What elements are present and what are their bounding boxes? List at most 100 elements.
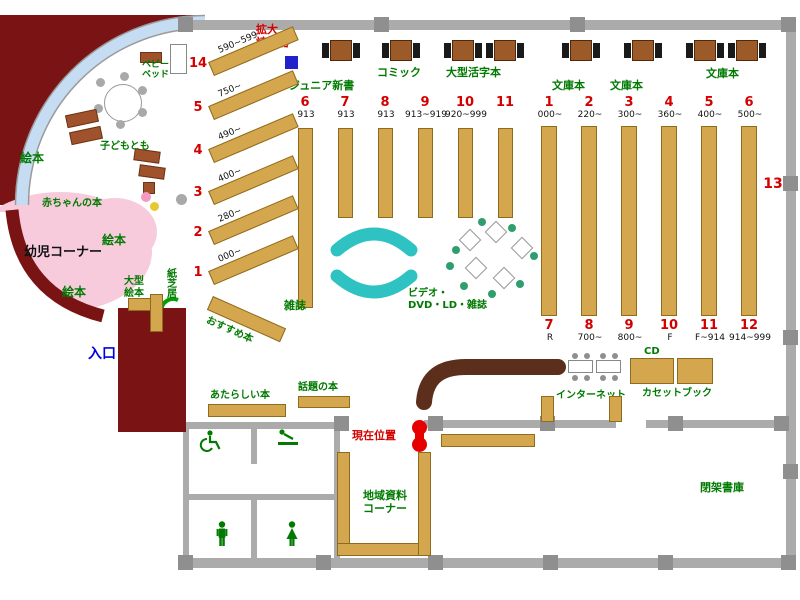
section-bunko-3: 文庫本 (706, 67, 739, 80)
wheelchair-icon (199, 430, 221, 452)
baby-bed-label: ベビー ベッド (142, 60, 170, 81)
bookshelf (701, 126, 717, 316)
internet-label: インターネット (556, 390, 626, 401)
chair-dot (138, 108, 147, 117)
shelf-range: 220~ (577, 110, 603, 120)
floor-cushion (150, 202, 159, 211)
section-bunko-2: 文庫本 (610, 79, 643, 92)
pillar (783, 176, 798, 191)
outside-area (0, 212, 105, 332)
shelf-number: 4 (664, 95, 674, 110)
shelf-number: 3 (624, 95, 634, 110)
wall-shelf (609, 396, 622, 422)
reading-table (486, 40, 524, 61)
shelf-number: 6 (744, 95, 754, 110)
pillar (774, 416, 789, 431)
picture-books-label: 絵本 (102, 233, 127, 247)
new-books-label: あたらしい本 (210, 390, 270, 401)
corner-carpet (0, 15, 205, 205)
internet-chair (600, 375, 606, 381)
bookshelf (498, 128, 513, 218)
wall-restroom-top (183, 422, 336, 429)
pillar (374, 17, 389, 32)
wall-mid-a (424, 420, 616, 428)
curved-wall (5, 209, 105, 323)
cassette-label: カセットブック (642, 388, 712, 399)
shelf-number: 9 (624, 318, 634, 333)
chair-dot (96, 78, 105, 87)
pillar (783, 330, 798, 345)
shelf-number: 3 (193, 185, 203, 200)
kids-shelf (140, 52, 162, 63)
service-counter (416, 359, 566, 410)
pillar (428, 555, 443, 570)
section-junior: ジュニア新書 (289, 79, 355, 92)
wall-right (786, 20, 796, 568)
shelf-range: 920~999 (445, 110, 487, 120)
curved-window (15, 15, 206, 206)
shelf-number: 4 (193, 143, 203, 158)
chair-dot (94, 104, 103, 113)
shelf-number: 14 (188, 56, 208, 71)
shelf-number: 5 (704, 95, 714, 110)
magazines-label: 雑誌 (284, 299, 306, 312)
internet-chair (600, 353, 606, 359)
stool (508, 224, 516, 232)
wall-restroom-left (183, 422, 189, 562)
shelf-number-13: 13 (763, 176, 783, 192)
shelf-range: F~914 (695, 333, 725, 343)
shelf-range: 800~ (617, 333, 643, 343)
cd-label: CD (644, 346, 660, 357)
reading-table (728, 40, 766, 61)
shelf-number: 7 (544, 318, 554, 333)
shelf-number: 1 (544, 95, 554, 110)
topic-books-shelf (298, 396, 350, 408)
baby-bed (170, 44, 187, 74)
picture-books-label: 絵本 (20, 151, 45, 165)
toddler-carpet-2 (73, 198, 157, 266)
magazine-display-bottom (330, 269, 418, 299)
shelf-number: 12 (739, 318, 759, 333)
reading-table (686, 40, 724, 61)
shelf-number: 5 (193, 100, 203, 115)
shelf-number: 10 (659, 318, 679, 333)
stool (530, 252, 538, 260)
chair-dot (120, 72, 129, 81)
bookshelf (418, 128, 433, 218)
pillar (334, 416, 349, 431)
shelf-range: 913 (297, 110, 315, 120)
shelf-range: 913~919 (405, 110, 447, 120)
pillar (570, 17, 585, 32)
shelf-number: 8 (584, 318, 594, 333)
stool (488, 290, 496, 298)
internet-chair (612, 353, 618, 359)
stool (478, 218, 486, 226)
pillar (781, 555, 796, 570)
shelf-range: F (667, 333, 673, 343)
shelf-number: 6 (300, 95, 310, 110)
internet-chair (584, 375, 590, 381)
magazine-display-top (330, 227, 418, 257)
shelf-number: 2 (584, 95, 594, 110)
round-table (104, 84, 142, 122)
shelf-range: 913 (337, 110, 355, 120)
shelf-number: 1 (193, 265, 203, 280)
wall-restroom-div1 (251, 494, 257, 560)
shelf-number: 11 (699, 318, 719, 333)
shelf-number: 9 (420, 95, 430, 110)
section-bunko-1: 文庫本 (552, 79, 585, 92)
wall-mid-b (646, 420, 786, 428)
chair-dot (116, 120, 125, 129)
topic-books-label: 話題の本 (298, 382, 338, 393)
closed-stacks-label: 閉架書庫 (700, 481, 744, 494)
internet-table (596, 360, 621, 373)
stool (452, 246, 460, 254)
cassette-shelf (677, 358, 713, 384)
baby-books-label: 赤ちゃんの本 (42, 198, 102, 209)
wall-shelf (441, 434, 535, 447)
bookshelf (338, 128, 353, 218)
internet-chair (572, 353, 578, 359)
window-outer-edge (14, 14, 206, 206)
bookshelf (581, 126, 597, 316)
